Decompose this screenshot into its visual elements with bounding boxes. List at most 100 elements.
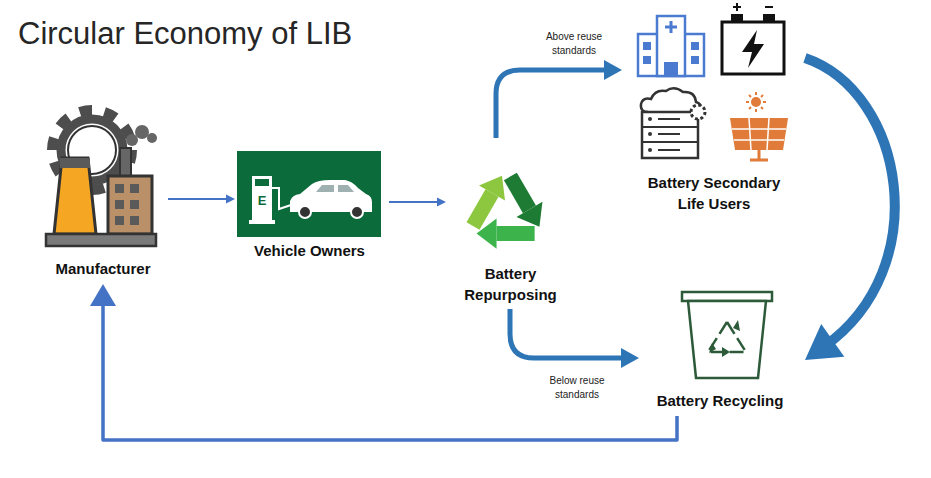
node-label: Battery Recycling [657, 390, 784, 412]
ev-charging-icon-part [252, 176, 272, 222]
solar-panel-icon-part-part [749, 95, 751, 97]
connector-line [805, 58, 895, 346]
recycle-icon-part-part [501, 176, 539, 209]
solar-panel-icon-part-part [767, 118, 769, 150]
node-label: Vehicle Owners [254, 240, 365, 262]
battery-icon [722, 3, 784, 74]
ev-charging-icon-part [272, 188, 291, 209]
connector-line [103, 299, 677, 440]
factory-icon [46, 110, 157, 246]
icon-node: Battery Repurposing [448, 140, 573, 306]
recycle-icon-part [475, 206, 535, 259]
battery-icon-part [722, 22, 784, 74]
flow-arrow [90, 284, 677, 440]
server-cloud-icon-part [648, 132, 652, 136]
recycling-bin-icon-part [708, 322, 746, 352]
ev-charging-icon-part [255, 179, 269, 186]
hospital-icon-part [691, 56, 699, 64]
hospital-icon-part [643, 56, 651, 64]
server-cloud-icon-part [642, 112, 698, 158]
battery-icon-part [765, 6, 773, 8]
solar-panel-icon-part-part [763, 101, 766, 103]
battery-icon-part [736, 3, 738, 11]
recycling-bin-icon-part [709, 343, 716, 353]
factory-icon-part [130, 200, 139, 209]
factory-icon-part [115, 200, 124, 209]
arrowhead [437, 198, 446, 207]
recycle-icon-part [473, 176, 505, 226]
hospital-icon [638, 16, 704, 76]
diagram-title: Circular Economy of LIB [18, 16, 352, 52]
icon-node: Battery Secondary Life Users [625, 6, 803, 215]
icon-node: Vehicle Owners [232, 148, 387, 262]
arrowhead [805, 324, 844, 360]
recycling-bin-icon [682, 292, 772, 378]
flow-arrow [510, 309, 639, 368]
solar-panel-icon-part-part [755, 92, 757, 95]
factory-icon-part [130, 216, 139, 225]
flow-arrow [168, 195, 235, 204]
hospital-icon-part [664, 62, 678, 76]
solar-panel-icon-part-part [761, 107, 763, 109]
icon-node: Battery Recycling [645, 288, 795, 412]
hospital-icon-part [691, 42, 699, 50]
arrowhead [226, 195, 235, 204]
ev-charging-icon-part [316, 185, 334, 192]
flow-arrow [496, 60, 622, 138]
pump-letter: E [252, 194, 272, 207]
recycle-icon [473, 176, 554, 259]
hospital-icon-part [665, 26, 677, 29]
factory-icon-part [108, 176, 152, 234]
solar-panel-icon [730, 92, 788, 160]
hospital-icon-part [643, 42, 651, 50]
solar-panel-icon-part [751, 97, 761, 107]
factory-icon-part [130, 184, 139, 193]
icon-node: Manufacturer [40, 112, 166, 280]
solar-panel-icon-part-part [732, 128, 786, 130]
recycling-bin-icon-part [682, 292, 772, 301]
factory-icon-part [115, 216, 124, 225]
server-cloud-icon-part [648, 148, 652, 152]
factory-icon-part [120, 148, 131, 176]
connector-line [496, 70, 609, 138]
server-cloud-icon-part [641, 88, 701, 112]
server-cloud-icon-part [658, 149, 680, 151]
solar-panel-icon-part-part [734, 139, 784, 141]
factory-icon-part [54, 158, 96, 234]
arrowhead [621, 348, 639, 368]
edge-label: Above reuse standards [528, 30, 620, 57]
server-cloud-icon-part [642, 141, 698, 143]
solar-panel-icon-part-part [746, 101, 749, 103]
node-label: Manufacturer [55, 258, 150, 280]
server-cloud-icon-part [658, 133, 680, 135]
recycle-icon-part-part [473, 193, 492, 226]
server-cloud-icon-part [658, 118, 680, 120]
server-cloud-icon-part [648, 117, 652, 121]
recycle-icon-part-part [516, 194, 550, 229]
factory-icon-part [135, 125, 149, 139]
factory-icon-part [147, 133, 157, 143]
factory-icon-part [60, 158, 90, 168]
ev-charging-icon-part [351, 206, 363, 218]
ev-charging-icon [237, 151, 381, 237]
solar-panel-icon-part-part [749, 107, 751, 109]
factory-icon-part [115, 184, 124, 193]
battery-icon-part [742, 30, 764, 68]
flow-arrow [389, 198, 446, 207]
recycle-icon-part-part [475, 219, 509, 254]
server-cloud-icon [641, 88, 705, 158]
recycling-bin-icon-part [688, 301, 766, 378]
solar-panel-icon-part [746, 92, 766, 112]
battery-icon-part [731, 14, 743, 22]
solar-panel-icon-part [732, 118, 786, 150]
ev-charging-icon-part [237, 151, 381, 237]
node-label: Battery Secondary Life Users [634, 172, 794, 216]
connector-line [389, 201, 440, 203]
arrowhead [604, 60, 622, 80]
recycle-icon-part [494, 176, 554, 229]
recycling-bin-icon-part [722, 347, 730, 357]
edge-label: Below reuse standards [533, 374, 621, 401]
